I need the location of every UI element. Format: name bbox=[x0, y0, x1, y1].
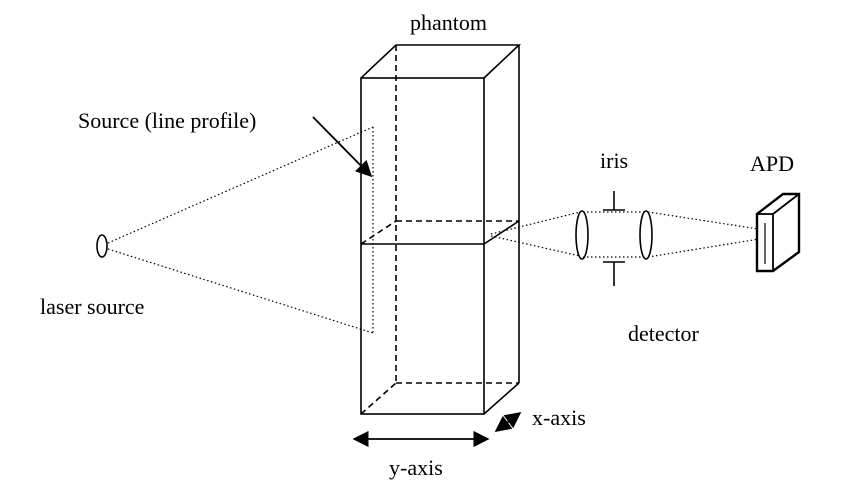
apd-outline bbox=[755, 192, 801, 273]
detection-rays bbox=[490, 211, 779, 258]
apd-detector bbox=[755, 192, 801, 273]
label-iris: iris bbox=[600, 148, 628, 173]
x-axis-arrow bbox=[494, 412, 522, 432]
label-detector: detector bbox=[628, 321, 700, 346]
ray-upper-in bbox=[490, 211, 581, 235]
iris-aperture bbox=[603, 191, 625, 286]
phantom-front-face bbox=[360, 77, 485, 415]
phantom-mid-right bbox=[483, 220, 520, 245]
phantom-top-face bbox=[360, 44, 522, 79]
label-laser-source: laser source bbox=[40, 294, 144, 319]
ray-lower-in bbox=[490, 235, 581, 257]
beam-lower-ray bbox=[107, 248, 374, 334]
lens-left bbox=[575, 210, 589, 260]
laser-source-shape bbox=[96, 234, 108, 258]
label-phantom: phantom bbox=[410, 10, 487, 35]
label-apd: APD bbox=[750, 151, 794, 176]
label-y-axis: y-axis bbox=[389, 455, 443, 480]
lens-pair bbox=[575, 210, 653, 260]
laser-assembly bbox=[96, 126, 374, 334]
beam-upper-ray bbox=[107, 126, 374, 244]
lens-right bbox=[639, 210, 653, 260]
source-pointer-arrow bbox=[312, 116, 373, 178]
label-source: Source (line profile) bbox=[78, 108, 256, 133]
phantom-bottom-right-edge bbox=[483, 382, 520, 415]
phantom-hidden-bottom-left bbox=[360, 382, 397, 415]
phantom-mid-left-hidden bbox=[360, 220, 397, 245]
phantom-box bbox=[360, 44, 522, 415]
label-x-axis: x-axis bbox=[532, 405, 586, 430]
